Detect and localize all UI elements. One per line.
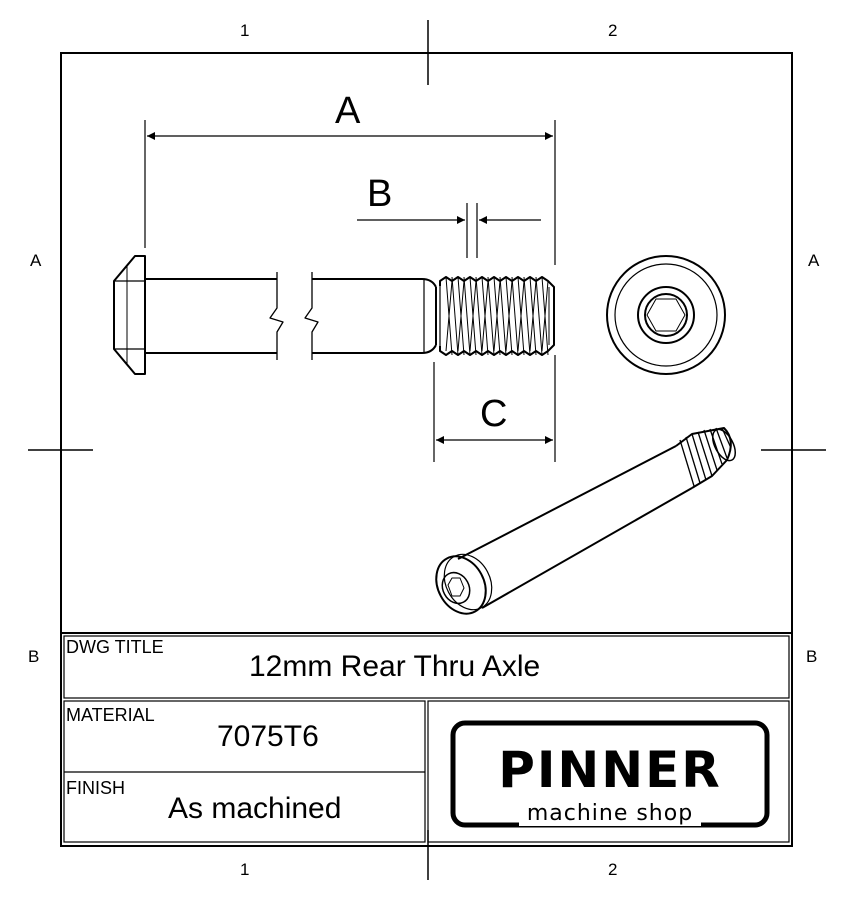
zone-label-col-2-bottom: 2 xyxy=(608,860,618,879)
axle-end-view xyxy=(606,255,726,375)
material-label: MATERIAL xyxy=(66,705,155,725)
zone-label-row-a-left: A xyxy=(30,251,42,270)
logo-name: PINNER xyxy=(498,741,722,799)
zone-label-col-2-top: 2 xyxy=(608,21,618,40)
finish-value: As machined xyxy=(168,792,342,825)
zone-label-col-1-top: 1 xyxy=(240,21,250,40)
zone-label-row-b-right: B xyxy=(806,647,818,666)
title-block-lines xyxy=(61,632,792,843)
material-value: 7075T6 xyxy=(217,720,319,753)
dimension-c xyxy=(433,355,556,462)
zone-label-row-b-left: B xyxy=(28,647,40,666)
dimension-b xyxy=(357,203,541,258)
dimension-label-c: C xyxy=(480,393,508,435)
zone-label-col-1-bottom: 1 xyxy=(240,860,250,879)
axle-isometric-view xyxy=(435,427,737,615)
axle-side-view xyxy=(113,255,555,375)
logo-tagline: machine shop xyxy=(518,801,702,826)
dimension-label-a: A xyxy=(335,90,361,132)
zone-label-row-a-right: A xyxy=(808,251,820,270)
dwg-title: 12mm Rear Thru Axle xyxy=(249,650,541,683)
dimension-a xyxy=(144,120,556,265)
dwg-title-label: DWG TITLE xyxy=(66,637,164,657)
finish-label: FINISH xyxy=(66,778,126,798)
logo-tagline-wrap: machine shop xyxy=(453,801,767,826)
dimension-label-b: B xyxy=(367,173,393,215)
